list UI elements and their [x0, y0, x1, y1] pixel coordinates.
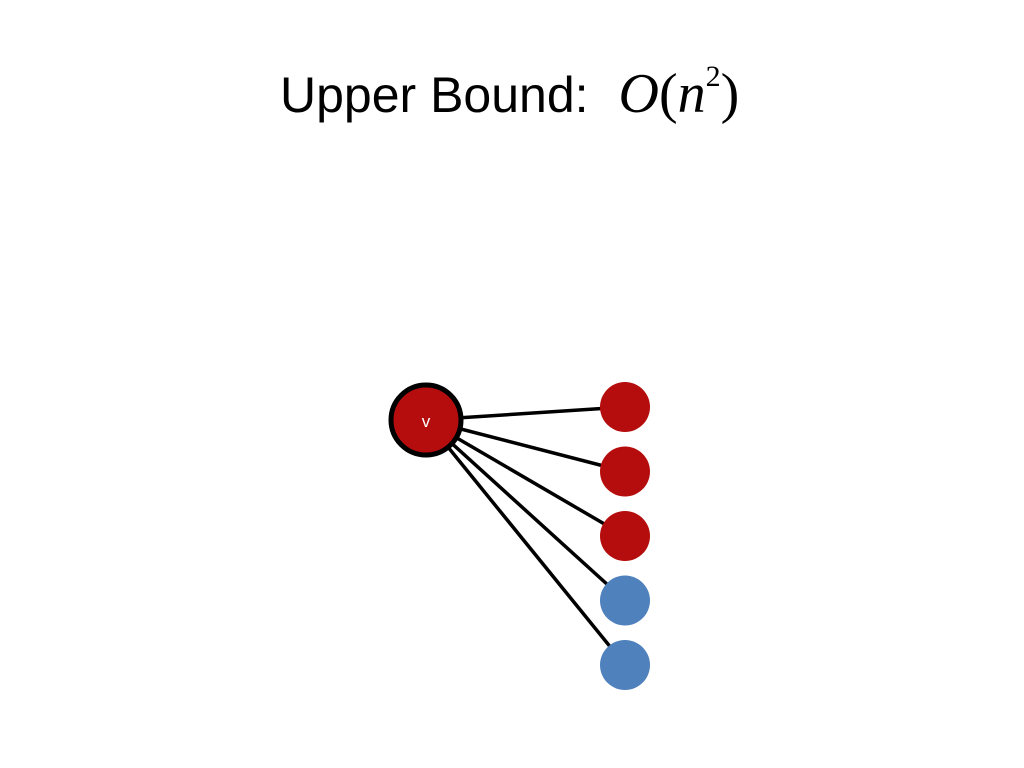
math-exponent: 2: [705, 60, 721, 94]
edge-3: [425, 418, 626, 538]
math-var: n: [677, 63, 706, 125]
source-node-v: [388, 382, 464, 458]
neighbor-node-5: [600, 640, 650, 690]
neighbor-node-1: [600, 382, 650, 432]
neighbor-node-2: [600, 446, 650, 497]
edges: [424, 405, 627, 667]
big-o-expression: O(n2): [618, 60, 740, 126]
edge-4: [424, 418, 627, 602]
slide-title: Upper Bound: O(n2): [280, 60, 740, 142]
neighbor-node-4: [600, 575, 650, 626]
source-node-label: v: [422, 412, 431, 431]
neighbor-nodes: [600, 382, 650, 690]
source-node-group: v: [388, 382, 464, 458]
math-func: O: [618, 63, 659, 125]
edge-5: [424, 418, 627, 667]
math-open-paren: (: [659, 63, 678, 125]
neighbor-node-3: [600, 511, 650, 561]
math-close-paren: ): [720, 63, 740, 125]
title-text: Upper Bound:: [280, 67, 589, 123]
